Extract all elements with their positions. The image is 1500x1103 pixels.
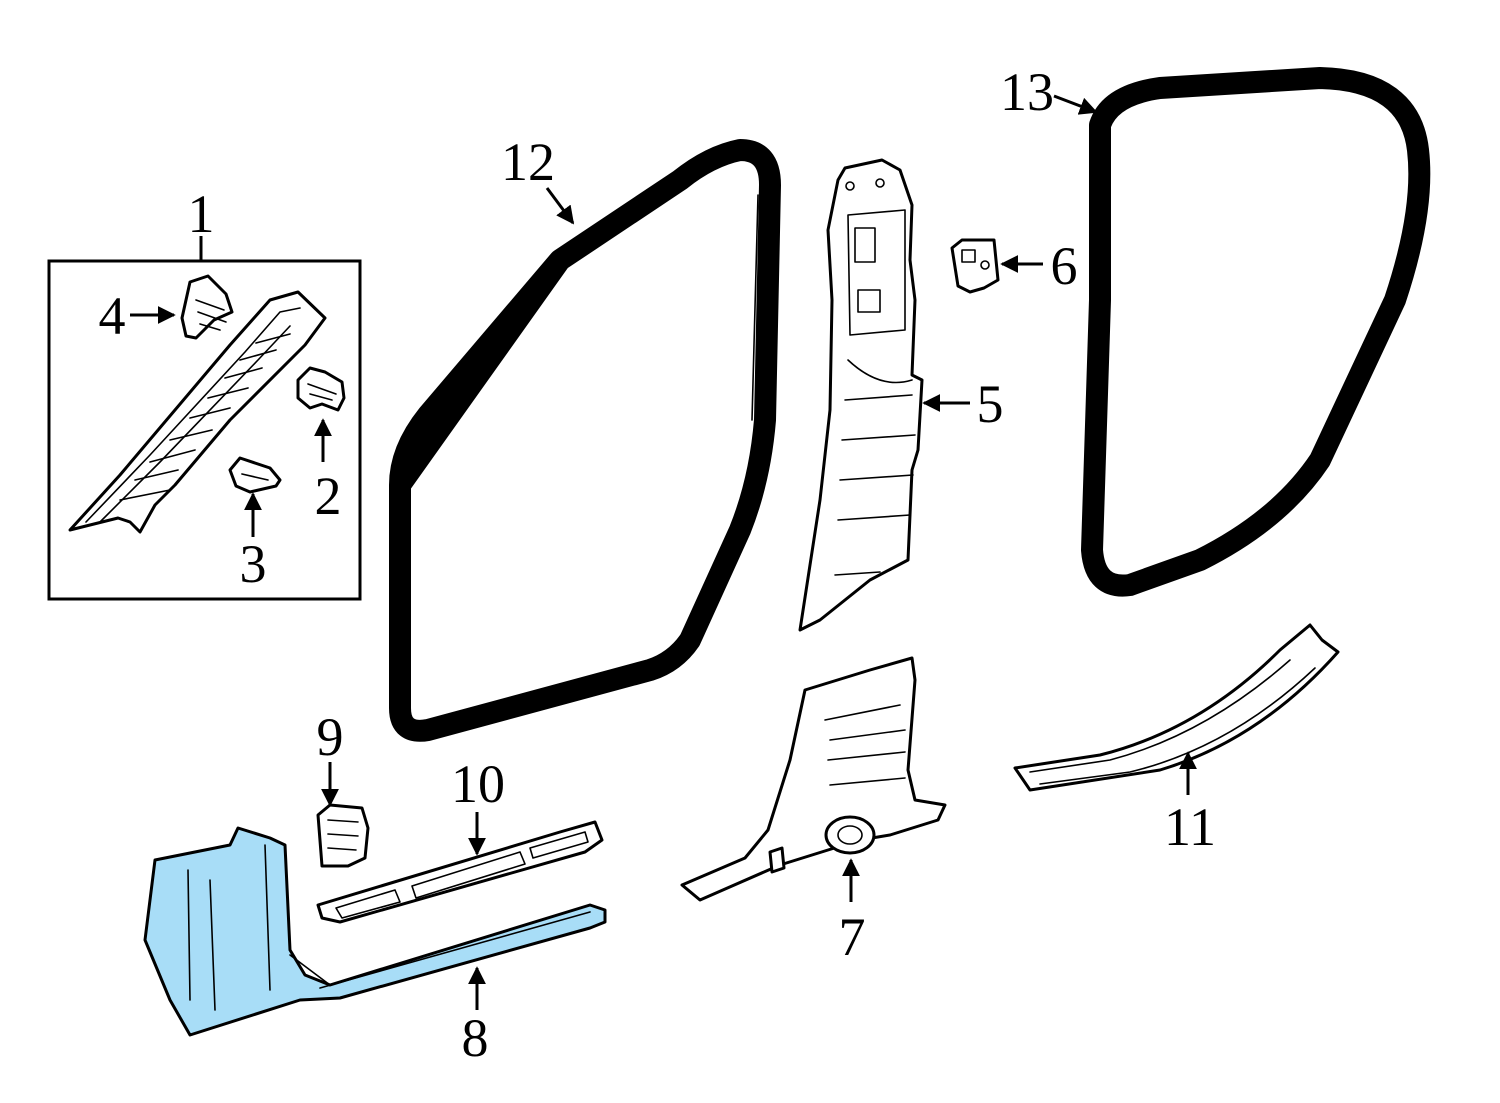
- scuff-plate-11[interactable]: [1013, 623, 1340, 792]
- callout-5: 5: [977, 374, 1004, 434]
- callout-2: 2: [315, 466, 342, 526]
- b-pillar-trim-5[interactable]: [798, 158, 924, 632]
- callout-10: 10: [451, 754, 505, 814]
- scuff-plate-10[interactable]: [316, 820, 604, 924]
- callout-labels: 1 4 2 3 12 5 6 13 11 7 9 10 8: [99, 62, 1217, 1068]
- arrow-13: [1053, 94, 1098, 115]
- a-pillar-trim[interactable]: [68, 290, 327, 534]
- sill-trim-8-highlighted[interactable]: [143, 826, 607, 1037]
- callout-12: 12: [501, 132, 555, 192]
- kit-box-part-1: [47, 259, 362, 601]
- callout-6: 6: [1051, 236, 1078, 296]
- clip-3[interactable]: [228, 456, 282, 494]
- door-seal-12[interactable]: [389, 139, 781, 742]
- arrow-12: [545, 187, 575, 225]
- leader-arrows: [130, 94, 1197, 1010]
- callout-11: 11: [1164, 797, 1216, 857]
- callout-13: 13: [1000, 62, 1054, 122]
- clip-9[interactable]: [316, 803, 370, 868]
- clip-6[interactable]: [950, 238, 1000, 294]
- clip-4[interactable]: [180, 274, 234, 340]
- door-seal-13[interactable]: [1081, 67, 1431, 597]
- callout-8: 8: [462, 1008, 489, 1068]
- clip-2[interactable]: [296, 366, 346, 412]
- callout-3: 3: [240, 534, 267, 594]
- callout-7: 7: [839, 907, 866, 967]
- callout-4: 4: [99, 286, 126, 346]
- lower-pillar-trim-7[interactable]: [680, 656, 947, 902]
- callout-1: 1: [188, 184, 215, 244]
- callout-9: 9: [317, 707, 344, 767]
